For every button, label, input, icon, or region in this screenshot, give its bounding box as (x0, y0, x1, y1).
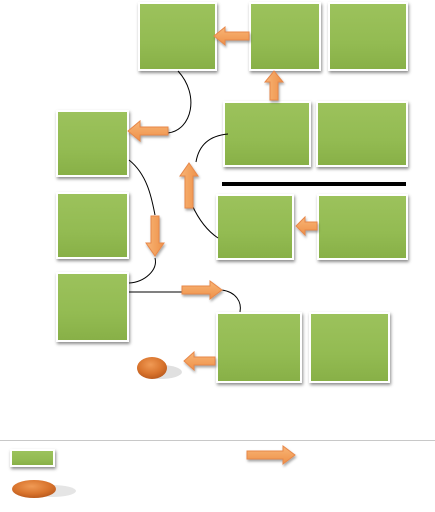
process-box-12 (309, 312, 390, 383)
arrow-left-3 (295, 215, 318, 237)
process-box-11 (216, 312, 302, 383)
arrow-down-1 (145, 215, 165, 257)
process-box-7 (56, 192, 129, 259)
connector-7 (221, 289, 241, 313)
arrow-left-4 (183, 350, 216, 372)
connector-4 (191, 204, 219, 239)
process-box-5 (316, 101, 408, 167)
legend-box-swatch (10, 449, 55, 467)
arrow-right-1 (181, 280, 223, 300)
end-oval (137, 357, 167, 379)
legend-oval-swatch (12, 480, 56, 498)
connector-5 (128, 257, 156, 284)
connector-3 (128, 159, 156, 216)
legend-arrow-swatch (246, 445, 296, 465)
process-box-8 (216, 194, 294, 260)
connector-1 (167, 70, 192, 134)
arrow-up-2 (179, 162, 199, 209)
process-box-4 (223, 101, 311, 167)
process-box-1 (138, 2, 217, 71)
process-box-9 (317, 194, 408, 260)
process-box-6 (56, 110, 129, 177)
process-box-2 (249, 2, 321, 71)
arrow-up-1 (263, 70, 285, 101)
arrow-left-2 (127, 119, 169, 143)
process-box-10 (56, 272, 129, 342)
legend-separator (0, 440, 435, 441)
arrow-left-1 (213, 25, 250, 47)
process-box-3 (328, 2, 408, 71)
connector-2 (195, 133, 229, 163)
divider-bar (222, 182, 406, 186)
